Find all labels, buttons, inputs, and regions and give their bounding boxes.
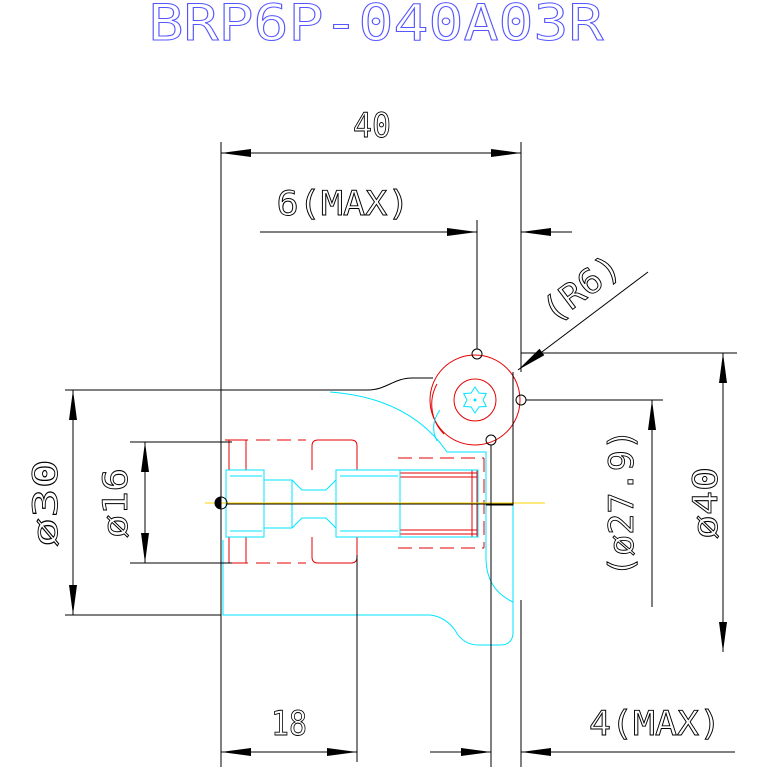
arrowhead bbox=[461, 748, 491, 756]
left-inner-label: ø16 bbox=[96, 468, 136, 538]
model-title: BRP6P-040A03R bbox=[149, 0, 605, 52]
right-inner-label: (ø27.9) bbox=[602, 429, 642, 577]
arrowhead bbox=[648, 400, 656, 430]
arrowhead bbox=[327, 748, 357, 756]
tool-top-outline bbox=[221, 377, 433, 391]
dimension-top-width: 40 bbox=[221, 106, 521, 157]
dimension-depth-bottom: 4(MAX) bbox=[430, 445, 735, 767]
bolt-end-hidden bbox=[225, 439, 248, 564]
left-outer-label: ø30 bbox=[26, 459, 66, 547]
arrowhead bbox=[69, 585, 77, 615]
arrowhead bbox=[141, 533, 149, 563]
chip-pocket-arc bbox=[433, 409, 441, 442]
tool-outline bbox=[214, 348, 527, 510]
dimension-right-outer: ø40 bbox=[521, 352, 737, 652]
insert-outline bbox=[429, 354, 521, 446]
arrowhead bbox=[521, 748, 551, 756]
reference-point-marker bbox=[471, 348, 483, 360]
dimension-radius: (R6) bbox=[517, 246, 649, 371]
reference-point-marker bbox=[515, 394, 527, 406]
screw-center-dot bbox=[473, 398, 477, 402]
clamp-screw-head bbox=[453, 378, 497, 422]
insert-edge-arc bbox=[431, 383, 445, 435]
torx-recess bbox=[462, 386, 488, 414]
right-outer-label: ø40 bbox=[686, 467, 726, 539]
holder-body bbox=[222, 386, 514, 646]
center-mark-fill bbox=[215, 497, 221, 509]
tool-right-outline bbox=[486, 372, 514, 506]
bolt-thread bbox=[400, 470, 478, 537]
holder-bottom-contour bbox=[222, 505, 514, 646]
arrowhead bbox=[221, 149, 251, 157]
dimension-depth-top: 6(MAX) bbox=[260, 184, 572, 349]
bottom-left-label: 18 bbox=[271, 704, 307, 744]
insert-and-hidden-lines bbox=[225, 354, 521, 564]
bolt-hidden-line bbox=[256, 439, 306, 564]
dimension-left-inner: ø16 bbox=[96, 441, 232, 564]
extension-line bbox=[130, 441, 232, 564]
arrowhead bbox=[521, 228, 551, 236]
extension-line bbox=[65, 389, 221, 616]
depth-top-label: 6(MAX) bbox=[277, 184, 410, 224]
holder-top-contour bbox=[329, 391, 514, 603]
dimension-bottom-left: 18 bbox=[221, 555, 358, 762]
depth-bottom-label: 4(MAX) bbox=[589, 704, 721, 744]
bolt-thread-left bbox=[225, 469, 265, 538]
arrowhead bbox=[719, 622, 727, 652]
extension-lines bbox=[220, 142, 522, 767]
dimension-left-outer: ø30 bbox=[26, 389, 221, 616]
bolt-head-hidden bbox=[311, 439, 358, 564]
radius-label: (R6) bbox=[534, 246, 628, 331]
top-width-label: 40 bbox=[353, 106, 391, 146]
arrowhead bbox=[447, 228, 477, 236]
arrowhead bbox=[69, 390, 77, 420]
arrowhead bbox=[518, 348, 545, 370]
arrowhead bbox=[141, 442, 149, 472]
arrowhead bbox=[719, 353, 727, 383]
dimension-right-inner: (ø27.9) bbox=[526, 399, 663, 607]
arrowhead bbox=[221, 748, 251, 756]
arrowhead bbox=[491, 149, 521, 157]
